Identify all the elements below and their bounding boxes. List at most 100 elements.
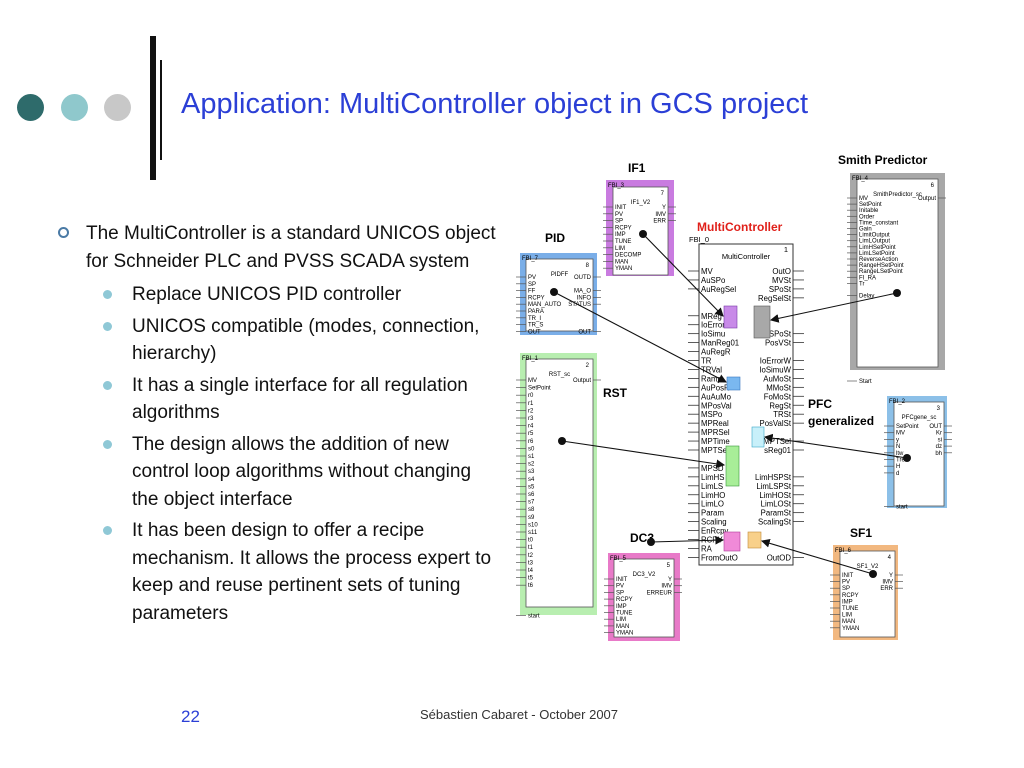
multicontroller-output: SPoSt [769, 330, 792, 339]
sub-bullet-text: It has a single interface for all regula… [132, 374, 468, 424]
rst-input: r4 [528, 424, 534, 430]
pid-output: OUT [578, 329, 591, 335]
pfc-output: si [938, 437, 942, 443]
multicontroller-output: TRSt [773, 410, 792, 419]
sub-bullet-text: The design allows the addition of new co… [132, 433, 472, 510]
dc3-input: IMP [616, 604, 627, 610]
sf1-output: ERR [880, 586, 893, 592]
pad-dc3 [723, 531, 741, 552]
sf1-num: 4 [888, 555, 892, 561]
rst-input: s7 [528, 500, 535, 506]
block-pid: FBI_78PIDFFPVSPFFRCPYMAN_AUTOPARATR_ITR_… [516, 253, 601, 335]
multicontroller-input: LimLO [701, 500, 724, 509]
rst-input: s6 [528, 492, 535, 498]
pid-input: FF [528, 289, 536, 295]
if1-input: RCPY [615, 225, 632, 231]
sub-bullet: The design allows the addition of new co… [58, 431, 498, 514]
smith-input: LimLSetPoint [859, 251, 895, 257]
pid-input: TR_I [528, 316, 541, 322]
multicontroller-output: RegSelSt [758, 294, 792, 303]
smith-input: Time_constant [859, 220, 898, 226]
pid-input: OUT [528, 329, 541, 335]
if1-input: DECOMP [615, 253, 641, 259]
sub-bullet: It has been design to offer a recipe mec… [58, 517, 498, 627]
rst-input: s9 [528, 515, 535, 521]
smith-input: ReverseAction [859, 257, 898, 263]
sf1-input: PV [842, 580, 850, 586]
pfc-input: H [896, 464, 900, 470]
label-smith: Smith Predictor [838, 153, 928, 167]
dc3-input: LIM [616, 617, 626, 623]
if1-output: IMV [655, 212, 666, 218]
multicontroller-output: LimHSPSt [755, 473, 792, 482]
multicontroller-input: AuAuMo [701, 392, 732, 401]
if1-input: SP [615, 219, 623, 225]
rst-input: t2 [528, 553, 534, 559]
rst-input: MV [528, 378, 537, 384]
block-smith: FBI_46SmithPredictor_scMVSetPointInitabl… [847, 173, 946, 385]
slide-title: Application: MultiController object in G… [181, 88, 808, 120]
label-sf1: SF1 [850, 526, 872, 540]
if1-output: Y [662, 205, 666, 211]
smith-input: FI_RA [859, 275, 876, 281]
multicontroller-output: PosValSt [760, 419, 792, 428]
header-dot-dark [17, 94, 44, 121]
multicontroller-output: AuMoSt [763, 374, 792, 383]
multicontroller-input: MPReal [701, 419, 729, 428]
multicontroller-num: 1 [784, 245, 788, 254]
dot-bullet-icon [103, 321, 112, 331]
rst-input: s2 [528, 462, 535, 468]
pad-pid [726, 376, 741, 391]
dot-bullet-icon [103, 439, 112, 449]
if1-input: LIM [615, 246, 625, 252]
multicontroller-input: IoSimu [701, 330, 725, 339]
smith-input: RangeHSetPoint [859, 263, 904, 269]
sub-bullet: Replace UNICOS PID controller [58, 281, 498, 309]
bullet-main: The MultiController is a standard UNICOS… [58, 220, 498, 275]
pid-input: RCPY [528, 295, 545, 301]
dc3-input: MAN [616, 624, 629, 630]
sf1-input: MAN [842, 619, 855, 625]
multicontroller-input: AuRegR [701, 348, 731, 357]
pid-input: TR_S [528, 323, 543, 329]
rst-input: t5 [528, 576, 534, 582]
dc3-output: Y [668, 577, 672, 583]
sf1-input: RCPY [842, 593, 859, 599]
dc3-input: SP [616, 590, 624, 596]
multicontroller-input: MPSD [701, 464, 724, 473]
smith-input: SetPoint [859, 202, 882, 208]
if1-input: YMAN [615, 266, 632, 272]
multicontroller-input: Ramp [701, 374, 722, 383]
rst-input: s1 [528, 454, 535, 460]
smith-input: Start [859, 379, 872, 385]
multicontroller-output: MVSt [772, 276, 792, 285]
if1-input: MAN [615, 259, 628, 265]
sf1-body [839, 550, 896, 638]
rst-input: t3 [528, 560, 534, 566]
if1-num: 7 [661, 191, 665, 197]
pfc-fbi: FBI_2 [889, 399, 906, 405]
bullet-main-text: The MultiController is a standard UNICOS… [86, 223, 496, 272]
if1-output: ERR [653, 219, 666, 225]
multicontroller-input: MV [701, 267, 713, 276]
smith-input: LimitOutput [859, 233, 890, 239]
multicontroller-input: MPTSel [701, 446, 729, 455]
multicontroller-input: IoError [701, 321, 725, 330]
multicontroller-input: TRVal [701, 365, 722, 374]
multicontroller-output: LimHOSt [759, 491, 791, 500]
block-pfc: FBI_23PFCgene_scSetPointMVyNltwTrefHdsta… [884, 396, 952, 510]
smith-input: Delay [859, 294, 874, 300]
dc3-body [613, 558, 675, 638]
block-multicontroller: FBI_01MultiControllerMVAuSPoAuRegSelMReg… [688, 235, 804, 566]
pid-num: 8 [586, 263, 590, 269]
multicontroller-input: AuRegSel [701, 285, 736, 294]
multicontroller-body [698, 243, 794, 566]
wire-sf1 [760, 538, 874, 575]
multicontroller-input: FromOutO [701, 553, 738, 562]
dc3-input: PV [616, 584, 624, 590]
pid-input: PV [528, 275, 536, 281]
sub-bullet-text: Replace UNICOS PID controller [132, 284, 402, 305]
sub-bullet: UNICOS compatible (modes, connection, hi… [58, 313, 498, 368]
smith-fbi: FBI_4 [852, 176, 869, 182]
